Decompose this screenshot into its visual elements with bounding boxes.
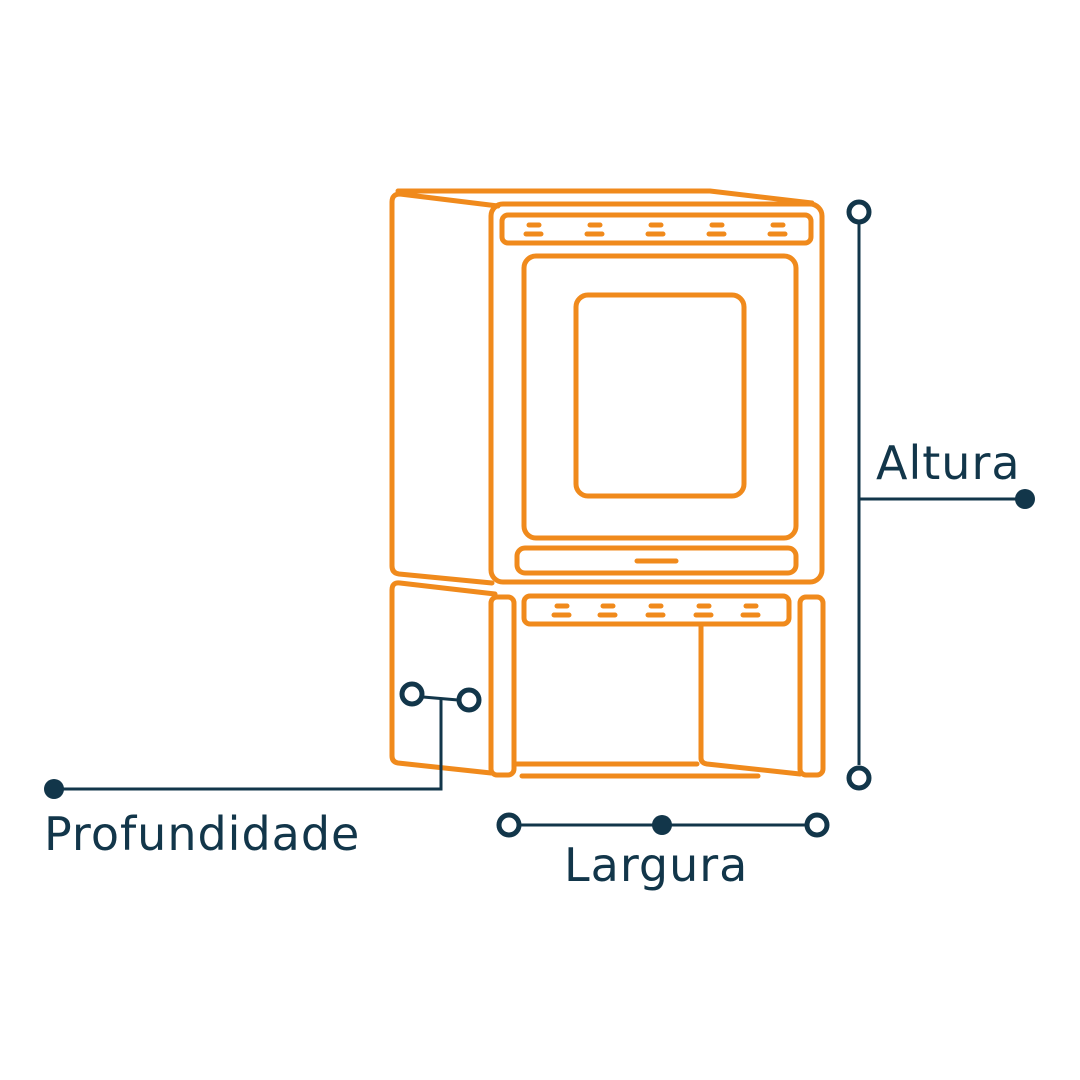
- height-label: Altura: [876, 436, 1021, 490]
- depth-dimension: [44, 681, 482, 799]
- height-dimension: [846, 199, 1035, 791]
- lower-unit-side-panel: [389, 580, 498, 776]
- height-bottom-endpoint-icon: [846, 765, 872, 791]
- height-top-endpoint-icon: [846, 199, 872, 225]
- width-label: Largura: [564, 838, 749, 892]
- upper-drawer: [514, 545, 799, 576]
- lower-left-post: [488, 594, 517, 778]
- upper-unit-top-panel: [395, 188, 815, 206]
- width-right-endpoint-icon: [804, 812, 830, 838]
- upper-control-panel: [499, 212, 814, 246]
- upper-unit-side-panel: [389, 191, 501, 586]
- upper-unit-front: [488, 201, 825, 585]
- depth-label: Profundidade: [44, 807, 361, 861]
- lower-control-knobs: [551, 603, 761, 618]
- lower-unit-opening: [511, 622, 700, 767]
- depth-leader-line: [54, 698, 443, 791]
- width-left-endpoint-icon: [496, 812, 522, 838]
- width-dimension: [496, 812, 830, 838]
- lower-control-panel: [521, 593, 792, 627]
- lower-unit-door: [698, 622, 803, 777]
- dryer-door-frame: [521, 253, 799, 541]
- height-anchor-dot-icon: [1015, 489, 1035, 509]
- depth-anchor-dot-icon: [44, 779, 64, 799]
- lower-right-post: [797, 594, 826, 778]
- width-anchor-dot-icon: [652, 815, 672, 835]
- depth-front-endpoint-icon: [399, 681, 425, 707]
- dimension-markers: [44, 199, 1035, 838]
- washer-dryer-stack-icon: [389, 188, 826, 779]
- upper-control-knobs: [523, 222, 788, 237]
- depth-back-endpoint-icon: [456, 687, 482, 713]
- dryer-door-window: [573, 292, 747, 499]
